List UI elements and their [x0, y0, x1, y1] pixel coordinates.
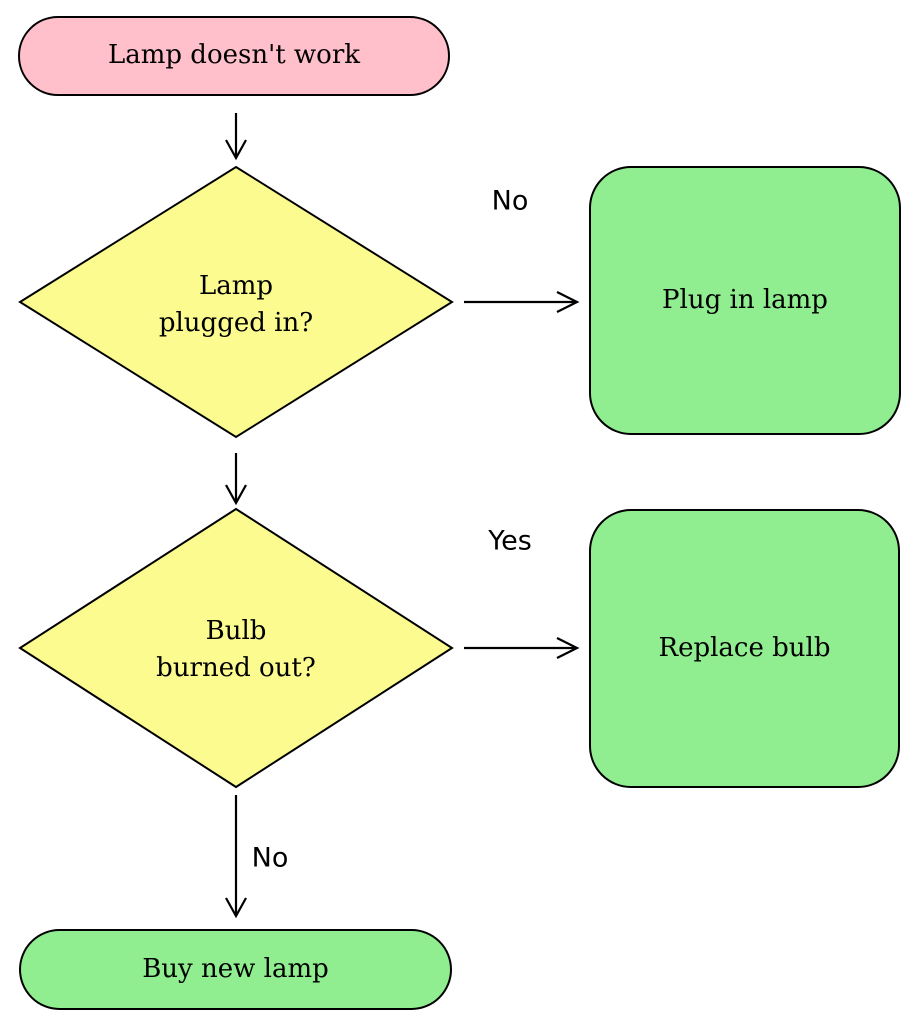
edge-decision2-to-replace: [464, 637, 580, 659]
decision-bulb-burned-label-line1: Bulb: [205, 616, 267, 646]
decision-lamp-plugged-label-line1: Lamp: [198, 271, 274, 301]
action-node-replace-bulb: Replace bulb: [589, 509, 900, 788]
edge-start-to-decision1-arrowhead: [225, 139, 247, 161]
edge-decision1-to-plug: [464, 291, 580, 313]
decision-bulb-burned-diamond-shape: [18, 507, 454, 789]
edge-decision2-to-end-arrowhead: [225, 897, 247, 919]
action-node-replace-bulb-label: Replace bulb: [658, 632, 831, 663]
edge-label-yes-decision2: Yes: [488, 525, 532, 557]
decision-bulb-burned-label-line2: burned out?: [156, 653, 316, 683]
end-node-buy-new-lamp: Buy new lamp: [19, 929, 452, 1010]
action-node-plug-in-lamp: Plug in lamp: [589, 166, 901, 435]
action-node-plug-in-lamp-label: Plug in lamp: [662, 284, 828, 315]
decision-lamp-plugged-label-line2: plugged in?: [158, 308, 314, 338]
edge-decision2-to-replace-arrowhead: [556, 637, 580, 659]
decision-lamp-plugged-label: Lamp plugged in?: [159, 268, 313, 342]
edge-start-to-decision1: [225, 113, 247, 161]
edge-label-no-decision1: No: [491, 185, 529, 217]
end-node-label: Buy new lamp: [142, 953, 329, 984]
start-node-label: Lamp doesn't work: [107, 40, 361, 71]
start-node-lamp-doesnt-work: Lamp doesn't work: [18, 16, 450, 96]
edge-decision1-to-plug-arrowhead: [556, 291, 580, 313]
decision-lamp-plugged-diamond-shape: [18, 165, 454, 439]
edge-decision1-to-decision2: [225, 453, 247, 506]
decision-bulb-burned-label: Bulb burned out?: [156, 613, 316, 687]
edge-decision1-to-decision2-arrowhead: [225, 484, 247, 506]
edge-label-no-decision2: No: [251, 842, 289, 874]
edge-decision2-to-end: [225, 795, 247, 919]
